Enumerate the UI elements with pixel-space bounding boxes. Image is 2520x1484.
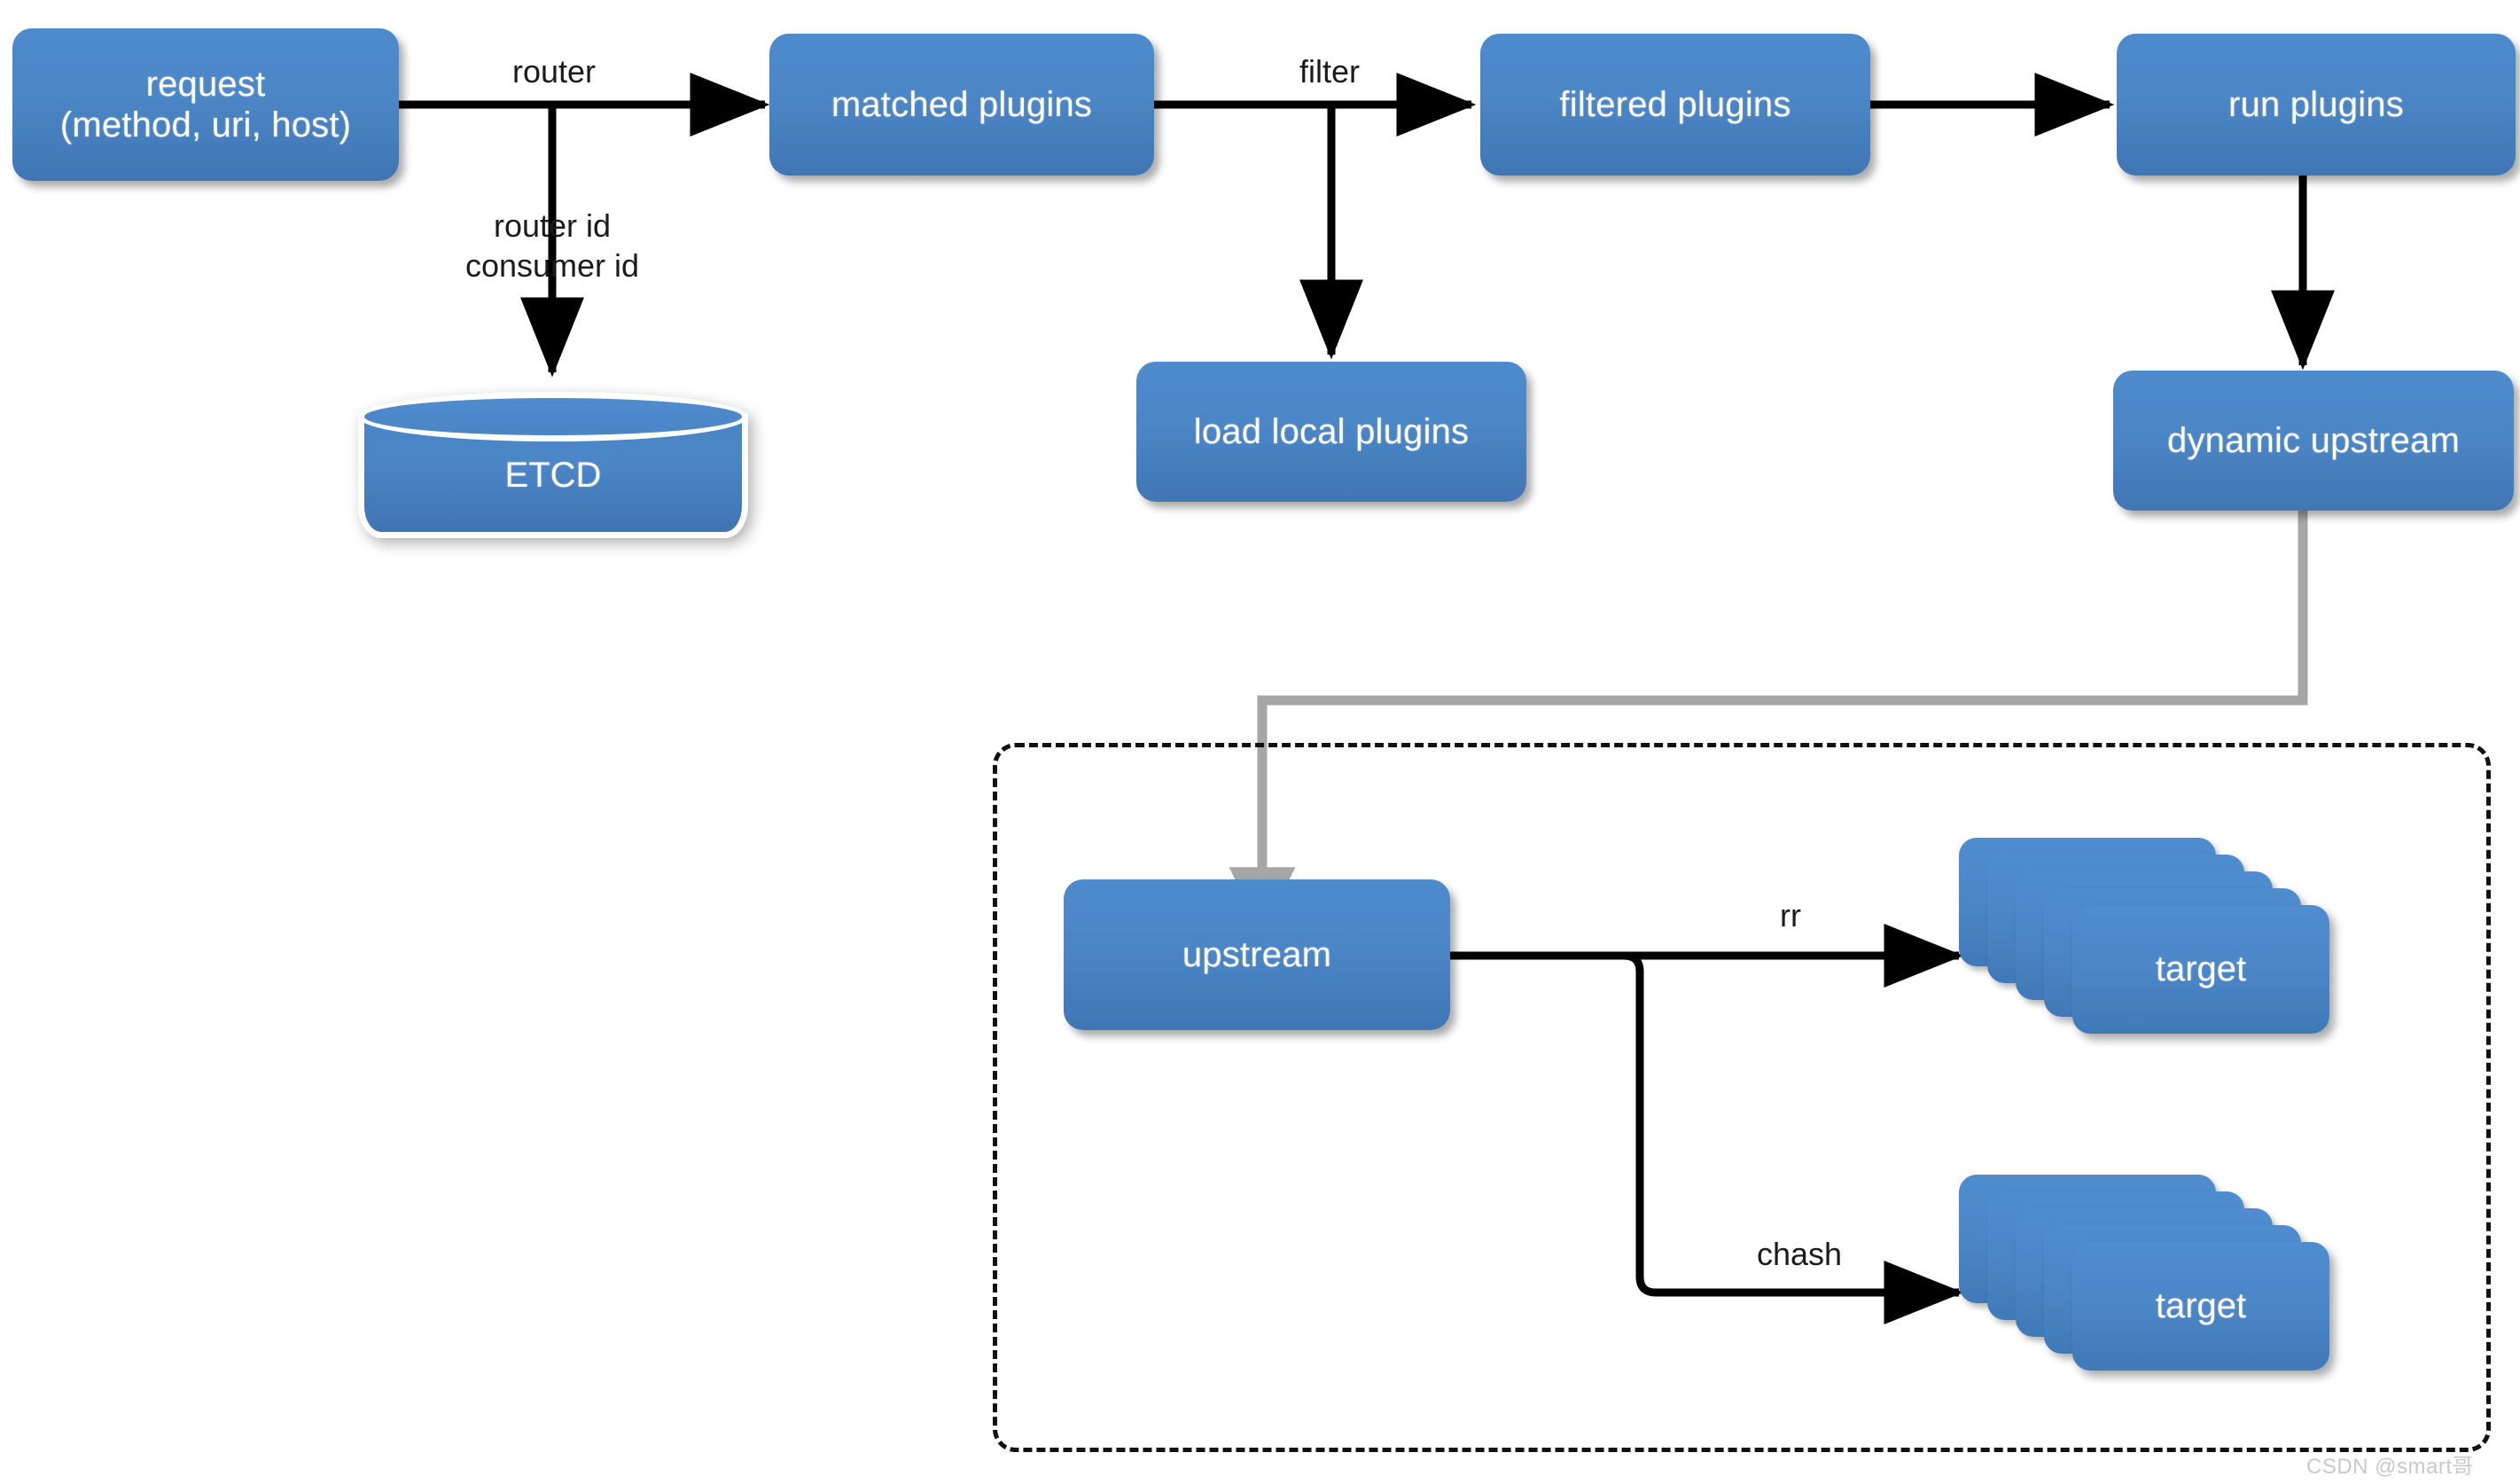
node-target-stack-top[interactable]: target [1959, 838, 2331, 1034]
node-etcd-datastore[interactable]: ETCD [358, 392, 748, 538]
node-dynamic-upstream[interactable]: dynamic upstream [2113, 371, 2514, 511]
node-run-plugins[interactable]: run plugins [2117, 34, 2516, 176]
node-upstream-label: upstream [1182, 934, 1332, 974]
node-load-local-plugins-label: load local plugins [1193, 411, 1470, 451]
edge-label-filter: filter [1299, 53, 1360, 90]
edge-label-rr: rr [1780, 897, 1801, 933]
node-request[interactable]: request (method, uri, host) [12, 28, 399, 181]
node-dynamic-upstream-label: dynamic upstream [2167, 420, 2460, 460]
target-sheet-front: target [2072, 905, 2329, 1034]
node-filtered-plugins-label: filtered plugins [1559, 84, 1791, 124]
node-matched-plugins-label: matched plugins [831, 84, 1093, 124]
node-etcd-label: ETCD [504, 456, 602, 495]
node-load-local-plugins[interactable]: load local plugins [1136, 362, 1526, 502]
edge-label-router: router [511, 53, 597, 90]
edge-label-chash: chash [1756, 1236, 1843, 1272]
target-sheet-front: target [2072, 1242, 2329, 1371]
node-target-bottom-label: target [2155, 1286, 2247, 1325]
node-target-stack-bottom[interactable]: target [1959, 1175, 2331, 1371]
edge-label-router-consumer-id: router id consumer id [464, 207, 640, 284]
node-upstream[interactable]: upstream [1064, 879, 1450, 1030]
node-filtered-plugins[interactable]: filtered plugins [1480, 34, 1870, 176]
etcd-cylinder-top [358, 392, 748, 441]
node-matched-plugins[interactable]: matched plugins [769, 34, 1154, 176]
node-run-plugins-label: run plugins [2228, 84, 2404, 124]
node-request-label: request (method, uri, host) [59, 64, 352, 144]
watermark-credit: CSDN @smart哥 [2306, 1455, 2475, 1479]
node-target-top-label: target [2155, 949, 2247, 988]
